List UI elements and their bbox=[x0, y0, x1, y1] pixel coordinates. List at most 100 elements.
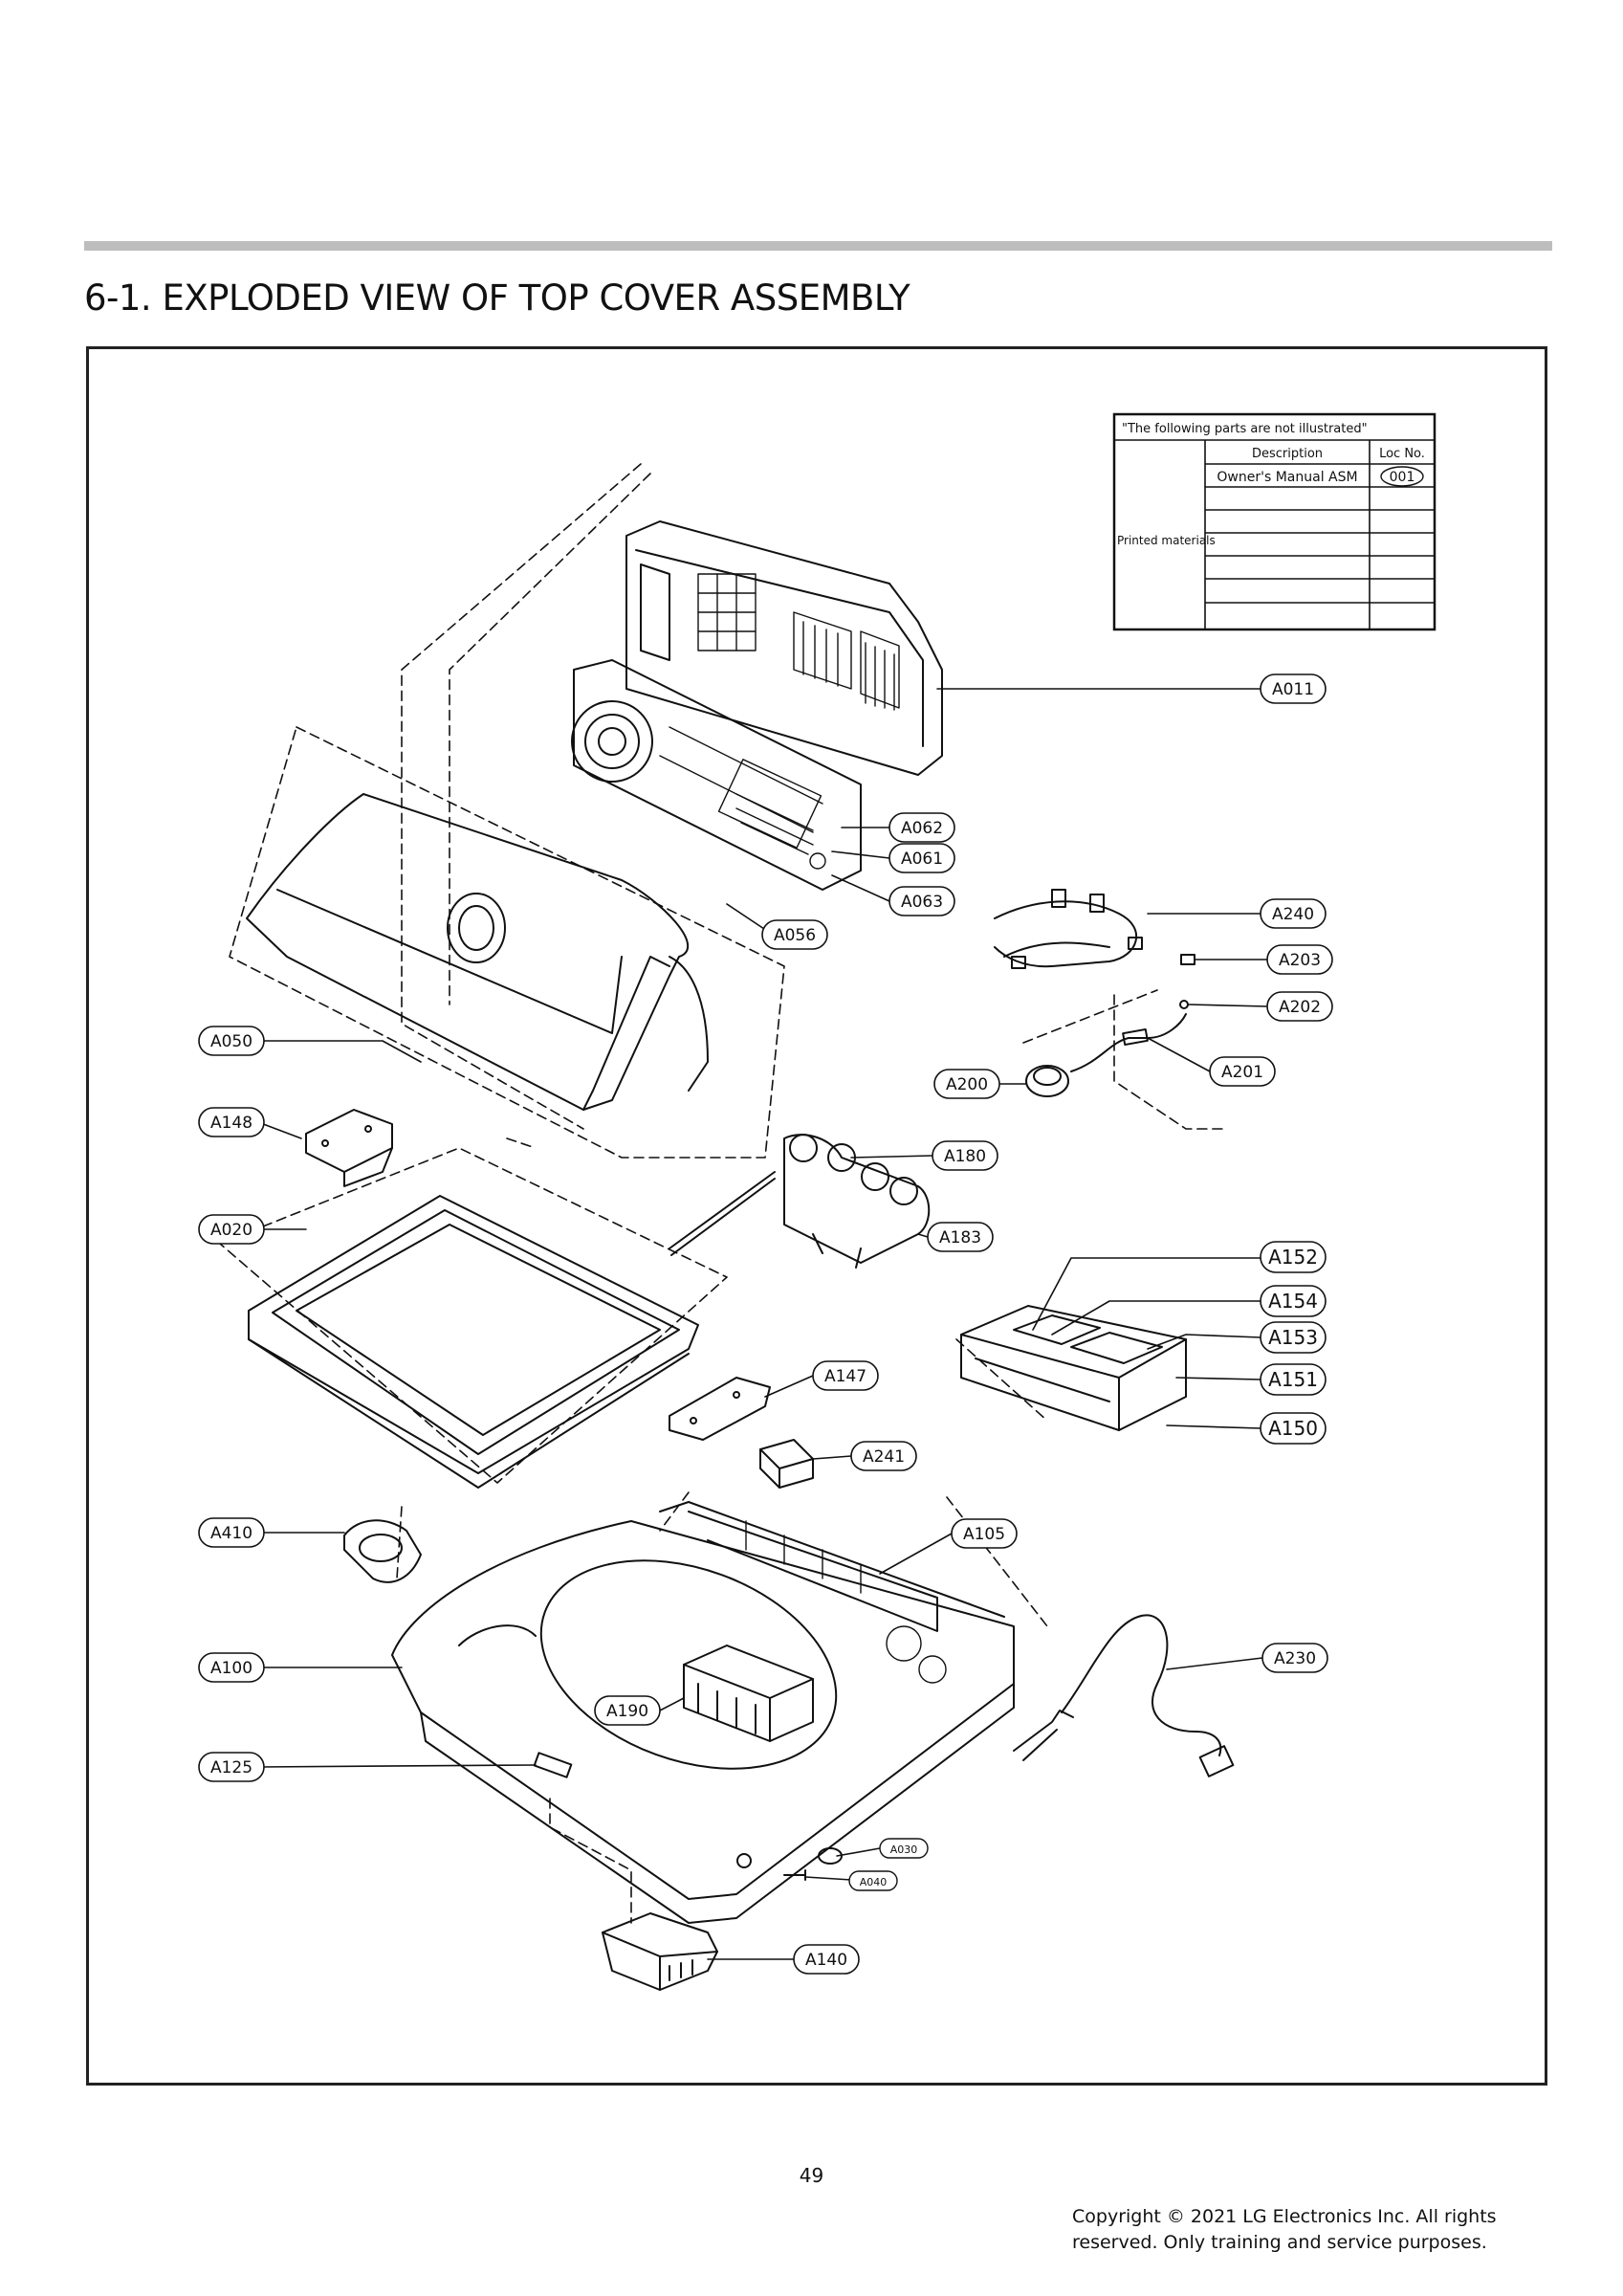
lid-lock-part bbox=[602, 1912, 718, 1991]
svg-text:A202: A202 bbox=[1279, 998, 1321, 1017]
page-title: 6-1. EXPLODED VIEW OF TOP COVER ASSEMBLY bbox=[84, 277, 910, 319]
back-panel-part bbox=[625, 520, 943, 776]
callout-a061: A061 bbox=[888, 843, 955, 873]
svg-text:A062: A062 bbox=[901, 819, 943, 838]
part-a040 bbox=[736, 1853, 806, 1881]
svg-text:A100: A100 bbox=[210, 1659, 252, 1678]
svg-text:A240: A240 bbox=[1272, 905, 1314, 924]
callout-a150: A150 bbox=[1260, 1412, 1327, 1445]
top-cover-part bbox=[391, 1501, 1015, 1924]
part-a241 bbox=[759, 1439, 814, 1489]
svg-text:A201: A201 bbox=[1221, 1063, 1263, 1082]
svg-text:A154: A154 bbox=[1268, 1290, 1318, 1313]
callout-a183: A183 bbox=[927, 1222, 994, 1252]
copyright-line-2: reserved. Only training and service purp… bbox=[1072, 2232, 1487, 2253]
svg-text:A040: A040 bbox=[860, 1876, 888, 1888]
svg-text:A105: A105 bbox=[963, 1525, 1005, 1544]
callout-labels: A011 A062 A061 A063 A056 A240 A203 A202 … bbox=[198, 673, 1333, 1975]
svg-text:A011: A011 bbox=[1272, 680, 1314, 699]
leader-lines bbox=[257, 688, 1268, 1960]
svg-text:A147: A147 bbox=[824, 1367, 866, 1386]
note-table-row-loc: 001 bbox=[1390, 470, 1415, 485]
callout-a147: A147 bbox=[812, 1360, 879, 1391]
lid-part bbox=[248, 1195, 699, 1489]
control-panel-cover-part bbox=[246, 793, 709, 1111]
svg-text:A190: A190 bbox=[606, 1702, 648, 1721]
callout-a203: A203 bbox=[1266, 944, 1333, 975]
callout-a200: A200 bbox=[933, 1069, 1000, 1099]
svg-text:A152: A152 bbox=[1268, 1246, 1318, 1269]
callout-a230: A230 bbox=[1261, 1643, 1328, 1673]
callout-a201: A201 bbox=[1209, 1056, 1276, 1087]
note-table-caption: "The following parts are not illustrated… bbox=[1122, 422, 1368, 436]
callout-a011: A011 bbox=[1260, 673, 1327, 704]
part-a203 bbox=[1180, 954, 1195, 965]
note-table-row-description: Owner's Manual ASM bbox=[1217, 470, 1357, 485]
pressure-switch-part bbox=[1025, 1013, 1187, 1097]
callout-a152: A152 bbox=[1260, 1241, 1327, 1273]
callout-a040: A040 bbox=[848, 1870, 898, 1891]
svg-text:A200: A200 bbox=[946, 1075, 988, 1094]
callout-a240: A240 bbox=[1260, 898, 1327, 929]
dispenser-drawer-part bbox=[960, 1305, 1187, 1431]
loc-number-circle bbox=[1380, 466, 1424, 487]
part-a030 bbox=[818, 1847, 843, 1865]
part-a410 bbox=[343, 1519, 422, 1583]
svg-text:A241: A241 bbox=[863, 1447, 905, 1467]
svg-text:A056: A056 bbox=[774, 926, 816, 945]
copyright-line-1: Copyright © 2021 LG Electronics Inc. All… bbox=[1072, 2206, 1497, 2227]
callout-a154: A154 bbox=[1260, 1285, 1327, 1317]
callout-a148: A148 bbox=[198, 1107, 265, 1137]
svg-text:A020: A020 bbox=[210, 1221, 252, 1240]
note-table: "The following parts are not illustrated… bbox=[1112, 412, 1437, 631]
callout-a062: A062 bbox=[888, 812, 955, 843]
callout-a020: A020 bbox=[198, 1214, 265, 1245]
part-a125 bbox=[533, 1752, 573, 1778]
bracket-a148-part bbox=[305, 1109, 393, 1187]
svg-text:A183: A183 bbox=[939, 1228, 981, 1247]
power-cord-part bbox=[1013, 1614, 1235, 1777]
svg-text:A230: A230 bbox=[1274, 1649, 1316, 1668]
callout-a140: A140 bbox=[793, 1944, 860, 1975]
note-table-group-label: Printed materials bbox=[1117, 534, 1216, 547]
callout-a190: A190 bbox=[594, 1695, 661, 1726]
svg-text:A125: A125 bbox=[210, 1758, 252, 1777]
assembly-guide-lines bbox=[219, 463, 1225, 1924]
svg-text:A140: A140 bbox=[805, 1951, 847, 1970]
callout-a410: A410 bbox=[198, 1517, 265, 1548]
wire-harness-part bbox=[994, 889, 1143, 969]
svg-text:A030: A030 bbox=[890, 1843, 918, 1856]
top-rule bbox=[84, 241, 1552, 251]
callout-a100: A100 bbox=[198, 1652, 265, 1683]
callout-a151: A151 bbox=[1260, 1363, 1327, 1396]
svg-text:A180: A180 bbox=[944, 1147, 986, 1166]
callout-a125: A125 bbox=[198, 1752, 265, 1782]
svg-text:A151: A151 bbox=[1268, 1368, 1318, 1391]
svg-text:A063: A063 bbox=[901, 893, 943, 912]
callout-a030: A030 bbox=[879, 1838, 929, 1859]
svg-text:A150: A150 bbox=[1268, 1417, 1318, 1440]
page-number: 49 bbox=[799, 2164, 824, 2187]
part-a190 bbox=[683, 1645, 814, 1742]
svg-text:A050: A050 bbox=[210, 1032, 252, 1051]
diagram-frame bbox=[86, 346, 1547, 2086]
callout-a202: A202 bbox=[1266, 991, 1333, 1022]
svg-text:A153: A153 bbox=[1268, 1326, 1318, 1349]
callout-a056: A056 bbox=[761, 919, 828, 950]
callout-a050: A050 bbox=[198, 1026, 265, 1056]
callout-a063: A063 bbox=[888, 886, 955, 916]
bracket-a147-part bbox=[669, 1377, 771, 1441]
callout-a241: A241 bbox=[850, 1441, 917, 1471]
note-table-header-description: Description bbox=[1252, 447, 1323, 461]
svg-text:A410: A410 bbox=[210, 1524, 252, 1543]
water-valve-part bbox=[669, 1134, 931, 1269]
callout-a153: A153 bbox=[1260, 1321, 1327, 1354]
svg-text:A061: A061 bbox=[901, 850, 943, 869]
svg-text:A203: A203 bbox=[1279, 951, 1321, 970]
callout-a180: A180 bbox=[932, 1140, 998, 1171]
control-pcb-part bbox=[571, 659, 862, 891]
note-table-header-loc: Loc No. bbox=[1379, 447, 1425, 461]
part-a202 bbox=[1179, 1000, 1189, 1009]
callout-a105: A105 bbox=[951, 1518, 1018, 1549]
